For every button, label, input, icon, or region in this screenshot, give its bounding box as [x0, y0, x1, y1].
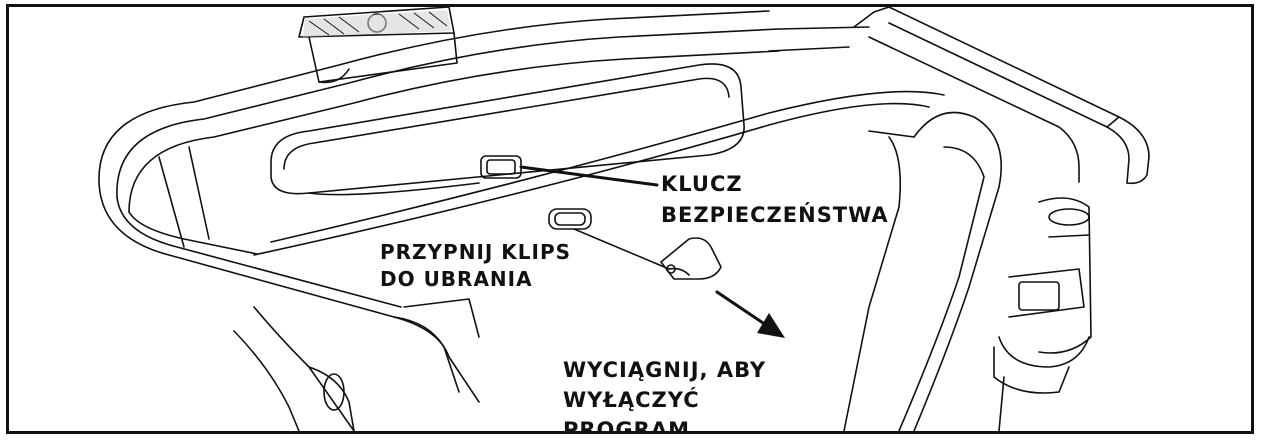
pull-label: WYCIĄGNIJ, ABY WYŁĄCZYĆ PROGRAM — [563, 355, 766, 434]
safety-key-label-line-1: KLUCZ — [661, 169, 889, 200]
clip-label-line-1: PRZYPNIJ KLIPS — [380, 239, 571, 266]
pull-label-line-3: PROGRAM — [563, 415, 766, 434]
left-post — [254, 307, 354, 431]
pull-arrow-line — [717, 292, 769, 327]
left-handlebar-outer — [99, 11, 769, 182]
pull-label-line-2: WYŁĄCZYĆ — [563, 385, 766, 415]
pull-arrow-head — [757, 313, 785, 338]
lanyard-cord — [574, 229, 669, 269]
pull-label-line-1: WYCIĄGNIJ, ABY — [563, 355, 766, 385]
safety-key-label: KLUCZ BEZPIECZEŃSTWA — [661, 169, 889, 231]
diagram-frame: KLUCZ BEZPIECZEŃSTWA PRZYPNIJ KLIPS DO U… — [6, 4, 1254, 434]
safety-key-label-line-2: BEZPIECZEŃSTWA — [661, 200, 889, 231]
clip-label-line-2: DO UBRANIA — [380, 266, 571, 293]
right-post — [914, 113, 1001, 432]
right-mechanism — [1039, 198, 1091, 353]
clip-label: PRZYPNIJ KLIPS DO UBRANIA — [380, 239, 571, 293]
right-handlebar-outer — [874, 7, 1149, 183]
